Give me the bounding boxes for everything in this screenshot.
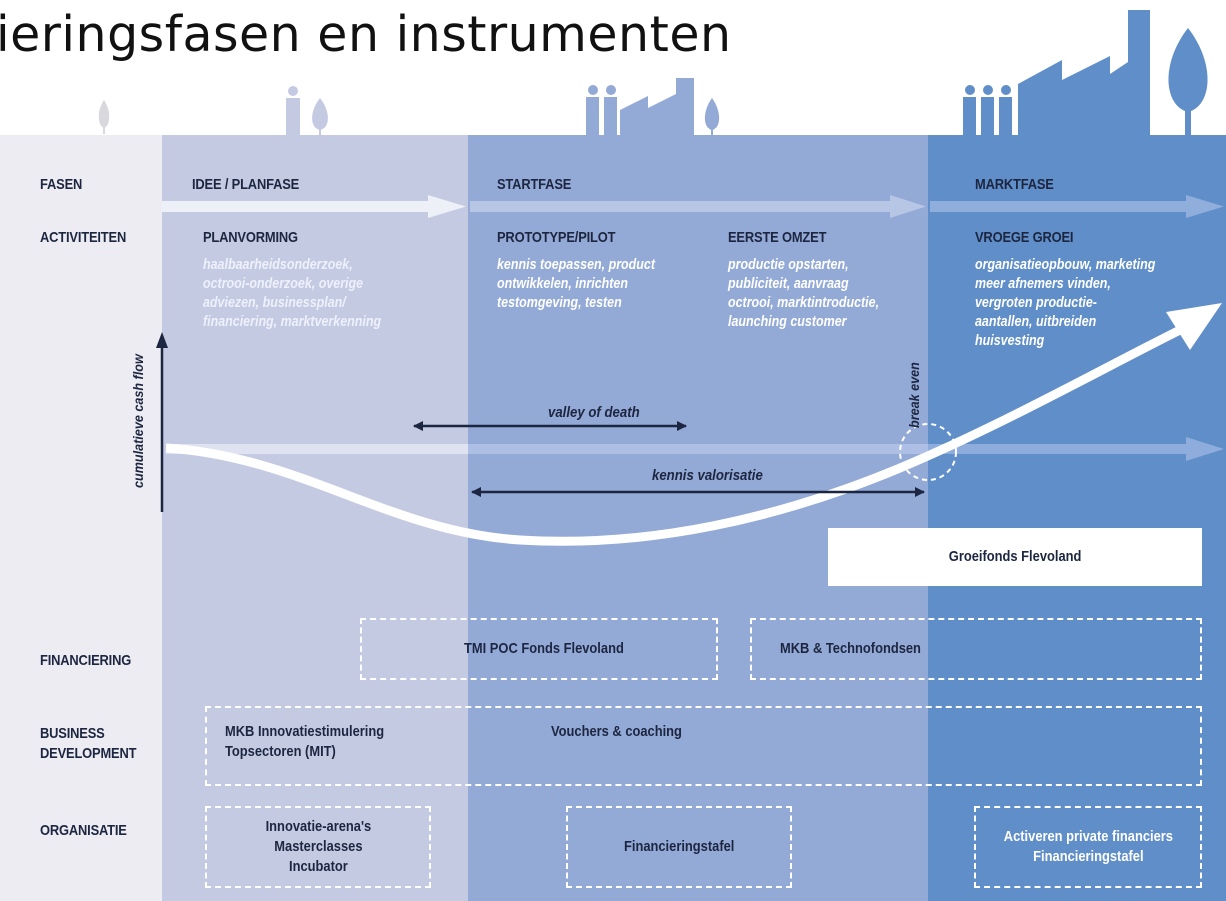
- row-label-activiteiten: ACTIVITEITEN: [40, 229, 127, 246]
- financieringstafel-box: Financieringstafel: [566, 806, 792, 888]
- cash-flow-axis: [156, 332, 168, 512]
- phase-start: STARTFASE: [497, 176, 572, 193]
- groeifonds-label: Groeifonds Flevoland: [948, 548, 1082, 565]
- activity-vroege-groei-text: organisatieopbouw, marketing meer afneme…: [975, 257, 1156, 349]
- activity-eerste-omzet-text: productie opstarten, publiciteit, aanvra…: [728, 257, 880, 330]
- label-column: [0, 135, 162, 901]
- zero-line: [166, 437, 1224, 461]
- activity-planvorming-text: haalbaarheidsonderzoek, octrooi-onderzoe…: [203, 257, 382, 330]
- innovatie-label: Innovatie-arena's Masterclasses Incubato…: [265, 818, 371, 875]
- row-label-fasen: FASEN: [40, 176, 83, 193]
- markt-phase-band: [928, 135, 1226, 901]
- cash-flow-curve: [165, 325, 1183, 546]
- mkb-techno-label: MKB & Technofondsen: [780, 640, 921, 657]
- people-factory-icon: [586, 78, 720, 135]
- break-even-circle: [899, 423, 957, 481]
- activity-planvorming-title: PLANVORMING: [203, 229, 298, 246]
- kennis-valorisatie-label: kennis valorisatie: [652, 467, 763, 484]
- vouchers-label: Vouchers & coaching: [551, 723, 682, 740]
- activity-prototype-title: PROTOTYPE/PILOT: [497, 229, 616, 246]
- valley-of-death-label: valley of death: [548, 404, 640, 421]
- person-tree-icon: [286, 86, 328, 135]
- cash-flow-arrowhead: [1166, 303, 1222, 350]
- business-development-box: MKB Innovatiestimulering Topsectoren (MI…: [205, 706, 1202, 786]
- tmi-poc-box: TMI POC Fonds Flevoland: [360, 618, 718, 680]
- cash-flow-axis-label: cumulatieve cash flow: [130, 354, 146, 488]
- activity-vroege-groei-title: VROEGE GROEI: [975, 229, 1074, 246]
- row-label-business-development: BUSINESS DEVELOPMENT: [40, 725, 137, 762]
- activity-prototype-text: kennis toepassen, product ontwikkelen, i…: [497, 257, 655, 311]
- people-large-factory-icon: [963, 10, 1208, 135]
- private-financiers-box: Activeren private financiers Financierin…: [974, 806, 1202, 888]
- start-phase-band: [468, 135, 928, 901]
- mit-label: MKB Innovatiestimulering Topsectoren (MI…: [225, 723, 385, 760]
- page-title: ieringsfasen en instrumenten: [0, 6, 732, 63]
- activity-eerste-omzet-title: EERSTE OMZET: [728, 229, 827, 246]
- phase-markt: MARKTFASE: [975, 176, 1054, 193]
- break-even-label: break even: [906, 362, 922, 428]
- innovatie-box: Innovatie-arena's Masterclasses Incubato…: [205, 806, 431, 888]
- phase-idee: IDEE / PLANFASE: [192, 176, 300, 193]
- tmi-poc-label: TMI POC Fonds Flevoland: [464, 640, 624, 657]
- financieringstafel-label: Financieringstafel: [623, 838, 735, 855]
- row-label-financiering: FINANCIERING: [40, 652, 132, 669]
- phase-timeline-arrow: [162, 195, 1224, 218]
- mkb-techno-box: MKB & Technofondsen: [750, 618, 1202, 680]
- small-tree-icon: [98, 100, 110, 134]
- private-financiers-label: Activeren private financiers Financierin…: [1003, 828, 1173, 865]
- groeifonds-box: Groeifonds Flevoland: [828, 528, 1202, 586]
- row-label-organisatie: ORGANISATIE: [40, 822, 127, 839]
